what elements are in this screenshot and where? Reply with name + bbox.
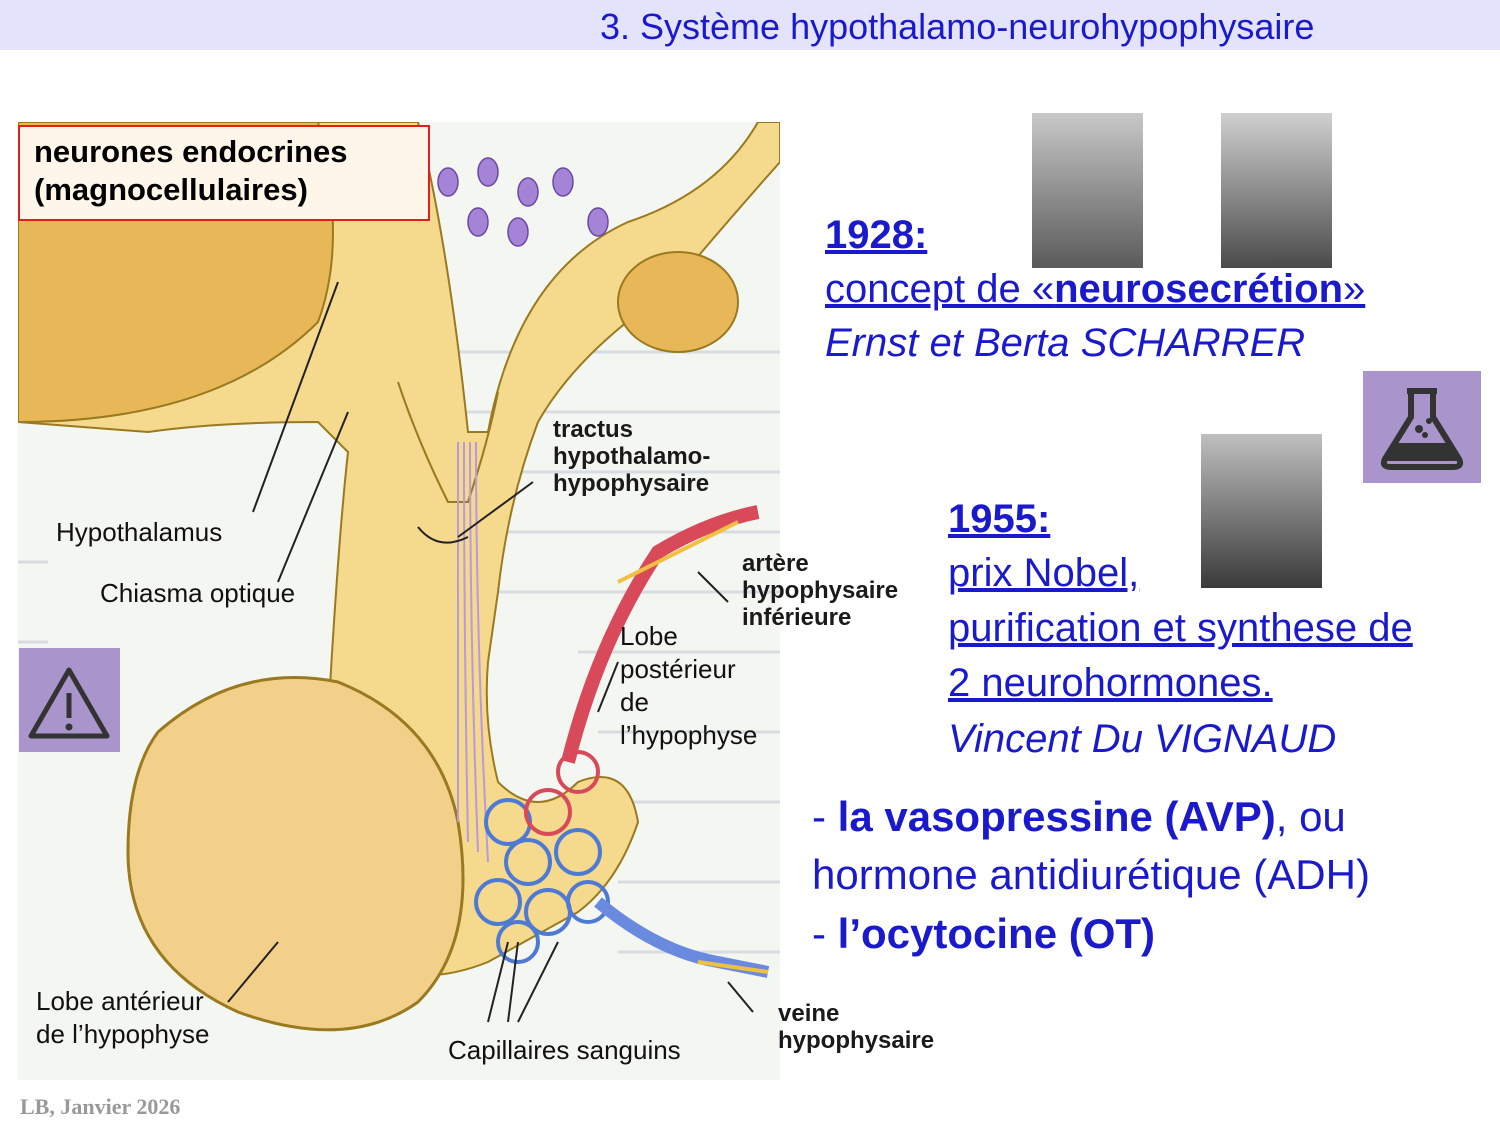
ot-bold: l’ocytocine (OT) xyxy=(837,910,1156,957)
posterior-lobe-line3: de xyxy=(620,687,649,717)
dash-2: - xyxy=(812,910,838,957)
anterior-lobe-label: Lobe antérieur de l’hypophyse xyxy=(36,985,209,1051)
capillaries-label: Capillaires sanguins xyxy=(448,1035,681,1065)
neurons-label-box: neurones endocrines (magnocellulaires) xyxy=(18,125,430,221)
artery-line2: hypophysaire xyxy=(742,577,899,604)
anatomy-illustration xyxy=(18,122,780,1080)
posterior-lobe-label: Lobe postérieur de l’hypophyse xyxy=(620,620,757,752)
posterior-lobe-line2: postérieur xyxy=(620,654,736,684)
author-du-vignaud: Vincent Du VIGNAUD xyxy=(948,717,1337,761)
nobel-line: prix Nobel, xyxy=(948,551,1140,595)
warning-icon xyxy=(28,667,110,739)
neurons-label-line1: neurones endocrines xyxy=(34,134,348,169)
year-1955: 1955: xyxy=(948,497,1051,541)
slide-title: 3. Système hypothalamo-neurohypophysaire xyxy=(600,6,1315,47)
vein-label: veine hypophysaire xyxy=(778,1000,934,1054)
hormone-ot-line: - l’ocytocine (OT) xyxy=(812,905,1155,963)
posterior-lobe-line1: Lobe xyxy=(620,621,678,651)
purification-line1: purification et synthese de xyxy=(948,606,1413,650)
footer-credit: LB, Janvier 2026 xyxy=(20,1094,181,1119)
avp-bold: la vasopressine (AVP) xyxy=(837,793,1276,840)
tractus-line2: hypothalamo- xyxy=(553,443,711,470)
lab-badge[interactable] xyxy=(1363,371,1481,483)
tractus-label: tractus hypothalamo- hypophysaire xyxy=(553,416,710,497)
chiasma-label: Chiasma optique xyxy=(100,578,296,608)
neurons-label-line2: (magnocellulaires) xyxy=(34,172,308,207)
portrait-du-vigneaud xyxy=(1201,434,1322,588)
vein-line2: hypophysaire xyxy=(778,1027,935,1054)
dash-1: - xyxy=(812,793,838,840)
tractus-line3: hypophysaire xyxy=(553,470,710,497)
anterior-lobe-line1: Lobe antérieur xyxy=(36,986,204,1016)
concept-line: concept de «neurosecrétion» xyxy=(825,262,1365,316)
hormone-adh-line: hormone antidiurétique (ADH) xyxy=(812,851,1370,898)
purification-line2: 2 neurohormones. xyxy=(948,661,1273,705)
posterior-lobe-line4: l’hypophyse xyxy=(620,720,758,750)
artery-line3: inférieure xyxy=(742,604,852,631)
flask-icon xyxy=(1380,388,1464,470)
title-bar xyxy=(0,0,1500,50)
tractus-line1: tractus xyxy=(553,416,634,443)
vein-line1: veine xyxy=(778,1000,840,1027)
portrait-berta-scharrer xyxy=(1221,113,1332,268)
year-1928: 1928: xyxy=(825,213,928,257)
anterior-lobe-line2: de l’hypophyse xyxy=(36,1019,210,1049)
artery-line1: artère xyxy=(742,550,809,577)
artery-label: artère hypophysaire inférieure xyxy=(742,550,898,631)
concept-pre: concept de « xyxy=(825,267,1055,311)
concept-post: » xyxy=(1343,267,1366,311)
warning-badge[interactable] xyxy=(19,648,120,752)
portrait-ernst-scharrer xyxy=(1032,113,1143,268)
concept-bold: neurosecrétion xyxy=(1054,267,1344,311)
hormone-avp-line: - la vasopressine (AVP), ou xyxy=(812,788,1346,846)
avp-rest: , ou xyxy=(1275,793,1346,840)
authors-scharrer: Ernst et Berta SCHARRER xyxy=(825,321,1306,365)
hypothalamus-label: Hypothalamus xyxy=(56,517,223,547)
